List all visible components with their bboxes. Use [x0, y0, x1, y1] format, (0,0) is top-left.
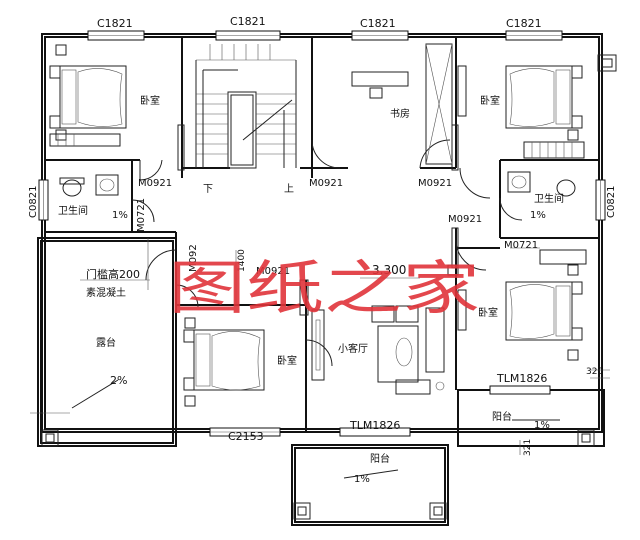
annotation-lines: [30, 238, 610, 479]
room-bedroom-1: 卧室: [140, 94, 160, 107]
room-study: 书房: [390, 107, 410, 120]
watermark-text: 图纸之家: [168, 254, 480, 322]
staircase: [195, 44, 297, 169]
door-m0921-bedroom: M0921: [256, 266, 290, 277]
slope-balcony-bottom: 1%: [354, 474, 370, 485]
bed-3-icon: [505, 281, 573, 341]
bed-1-icon: [59, 65, 127, 129]
window-c2153: C2153: [228, 430, 264, 443]
door-m092-vertical: M092: [188, 244, 199, 272]
door-m0921-left: M0921: [138, 178, 172, 189]
door-m0721-right: M0721: [504, 240, 538, 251]
slope-balcony-right: 1%: [534, 420, 550, 431]
toilet-left-icon: [62, 179, 82, 197]
window-c1821-b: C1821: [230, 15, 266, 28]
room-balcony-bottom: 阳台: [370, 452, 390, 465]
dimension-1400: 1400: [237, 249, 247, 272]
slope-terrace: 2%: [110, 374, 127, 387]
window-c0821-left: C0821: [28, 186, 39, 218]
room-bedroom-2: 卧室: [480, 94, 500, 107]
stair-down-label: 下: [203, 184, 213, 195]
note-concrete: 素混凝土: [86, 286, 126, 299]
basin-left-icon: [95, 174, 119, 196]
room-terrace: 露台: [96, 336, 116, 349]
outer-walls: [37, 33, 605, 526]
tv-cabinet-icon: [311, 309, 325, 381]
stair-up-label: 上: [284, 183, 294, 195]
basin-right-icon: [507, 171, 531, 193]
furniture: [49, 43, 587, 395]
bed-4-icon: [193, 329, 265, 391]
room-bathroom-left: 卫生间: [58, 204, 88, 217]
window-c1821-a: C1821: [97, 17, 133, 30]
bed-2-icon: [505, 65, 573, 129]
slope-bathroom-left: 1%: [112, 210, 128, 221]
note-threshold: 门槛高200: [86, 267, 140, 281]
door-m0921-stair: M0921: [309, 178, 343, 189]
room-bedroom-4: 卧室: [277, 354, 297, 367]
dimension-321: 321: [523, 439, 533, 456]
window-c1821-c: C1821: [360, 17, 396, 30]
door-m0921-right: M0921: [448, 214, 482, 225]
window-tlm1826-living: TLM1826: [349, 419, 400, 432]
toilet-right-icon: [556, 179, 576, 197]
text-labels: C1821 C1821 C1821 C1821 C0821 C0821 C215…: [28, 15, 617, 485]
room-living: 小客厅: [338, 342, 368, 355]
window-tlm1826-bedroom: TLM1826: [496, 372, 547, 385]
structural-columns: [41, 44, 617, 520]
door-m0921-study: M0921: [418, 178, 452, 189]
windows: [38, 30, 606, 437]
elevation-mark: 3.300: [372, 263, 406, 277]
armchair-icon: [371, 305, 395, 323]
room-bedroom-3: 卧室: [478, 306, 498, 319]
study-desk-icon: [351, 71, 409, 87]
room-bathroom-right: 卫生间: [534, 192, 564, 205]
window-c1821-d: C1821: [506, 17, 542, 30]
room-balcony-right: 阳台: [492, 410, 512, 423]
window-c0821-right: C0821: [606, 186, 617, 218]
slope-bathroom-right: 1%: [530, 210, 546, 221]
door-m0721-left: M0721: [136, 198, 147, 232]
dimension-320: 320: [586, 367, 603, 377]
